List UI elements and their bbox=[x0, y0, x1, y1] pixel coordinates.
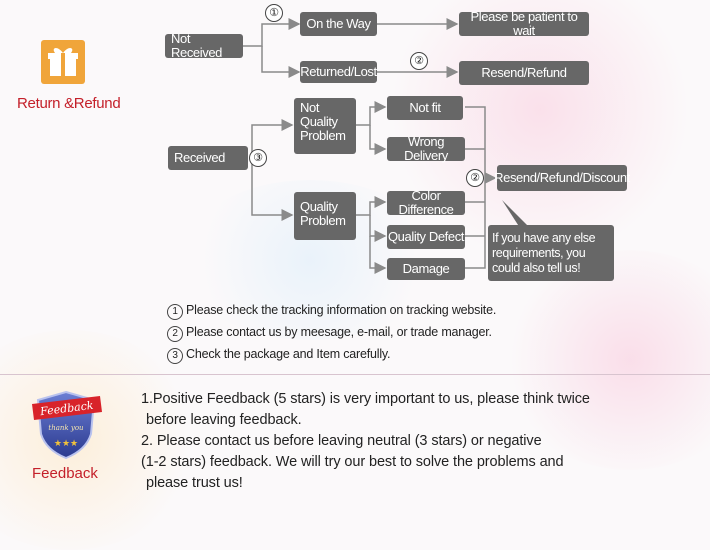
feedback-title: Feedback bbox=[32, 465, 98, 482]
quality-defect-box: Quality Defect bbox=[387, 225, 465, 249]
on-the-way-box: On the Way bbox=[300, 12, 377, 36]
please-be-patient-box: Please be patient to wait bbox=[459, 10, 589, 38]
resend-refund-discount-box: Resend/Refund/Discount bbox=[494, 165, 630, 191]
feedback-line-5: please trust us! bbox=[146, 475, 243, 491]
badge-sub: thank you bbox=[48, 424, 84, 432]
quality-problem-box: Quality Problem bbox=[294, 192, 356, 240]
feedback-line-4: (1-2 stars) feedback. We will try our be… bbox=[141, 454, 564, 470]
feedback-line-3: 2. Please contact us before leaving neut… bbox=[141, 433, 542, 449]
svg-text:★★★: ★★★ bbox=[54, 439, 78, 449]
not-quality-problem-box: Not Quality Problem bbox=[294, 98, 356, 154]
color-difference-box: Color Difference bbox=[387, 189, 465, 217]
feedback-badge-icon: Feedback thank you ★★★ bbox=[28, 388, 104, 462]
section-divider bbox=[0, 374, 710, 375]
wrong-delivery-box: Wrong Delivery bbox=[387, 135, 465, 163]
not-received-box: Not Received bbox=[165, 32, 243, 60]
feedback-line-1: 1.Positive Feedback (5 stars) is very im… bbox=[141, 391, 590, 407]
feedback-line-2: before leaving feedback. bbox=[146, 412, 302, 428]
received-box: Received bbox=[168, 146, 248, 170]
marker-2: ② bbox=[410, 52, 428, 70]
callout-box: If you have any else requirements, you c… bbox=[488, 225, 614, 281]
gift-icon bbox=[41, 40, 85, 84]
returned-lost-box: Returned/Lost bbox=[300, 61, 377, 83]
marker-2b: ② bbox=[466, 169, 484, 187]
damage-box: Damage bbox=[387, 258, 465, 280]
return-refund-title: Return &Refund bbox=[17, 95, 121, 112]
marker-3: ③ bbox=[249, 149, 267, 167]
resend-refund-box: Resend/Refund bbox=[459, 61, 589, 85]
marker-1: ① bbox=[265, 4, 283, 22]
not-fit-box: Not fit bbox=[387, 96, 463, 120]
